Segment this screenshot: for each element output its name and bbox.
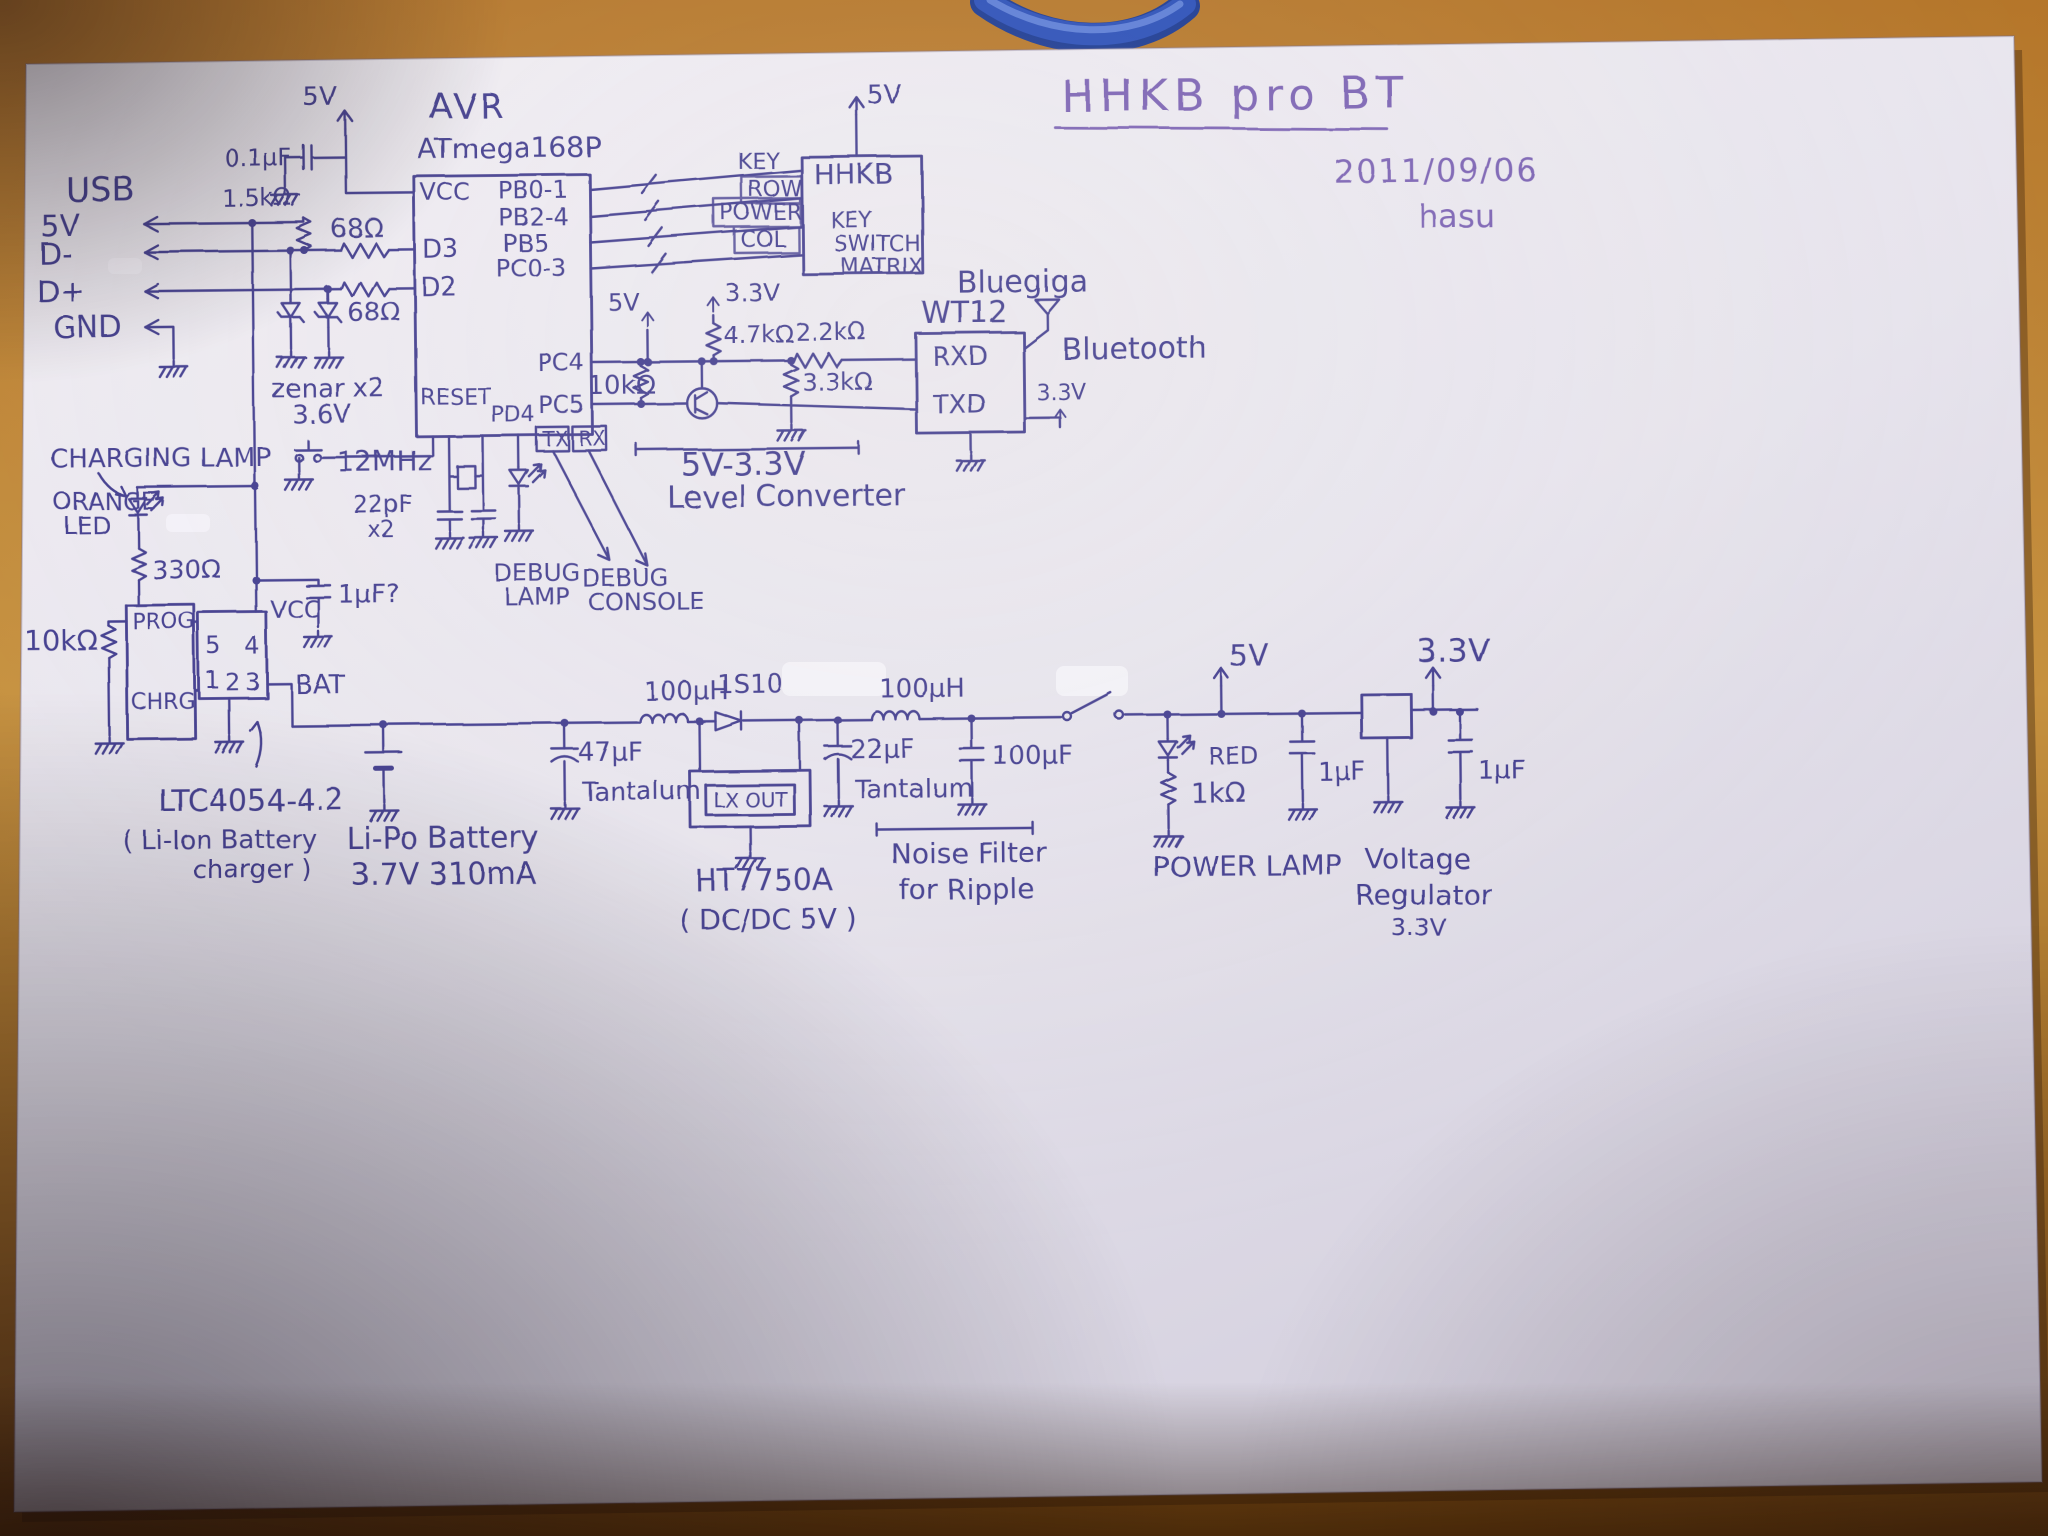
schematic-canvas: HHKB pro BT 2011/09/06 hasu USB 5V D- D+… [0, 0, 2048, 1536]
bottom-shadow [0, 0, 2048, 1536]
photo-of-schematic: HHKB pro BT 2011/09/06 hasu USB 5V D- D+… [0, 0, 2048, 1536]
